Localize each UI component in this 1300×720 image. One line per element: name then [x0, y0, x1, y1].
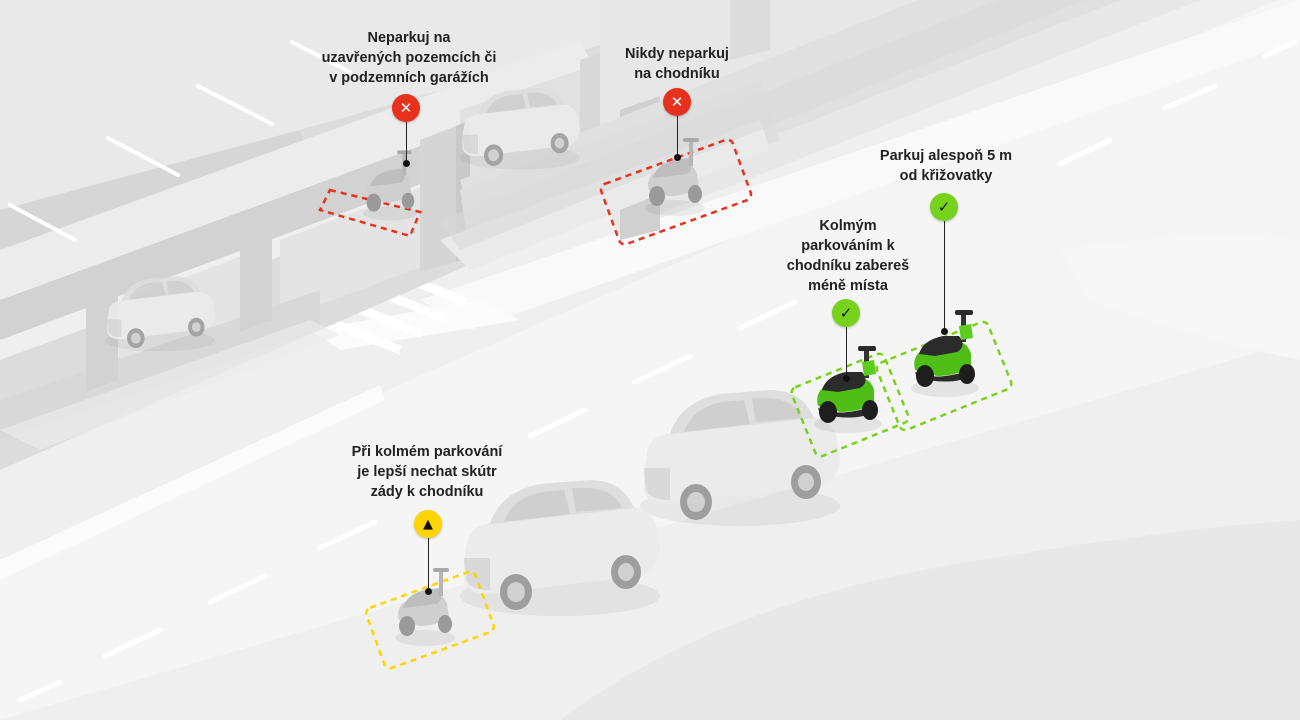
x-icon: ✕ [392, 94, 420, 122]
tip-backwards-label: Při kolmém parkování je lepší nechat skú… [351, 444, 503, 500]
tip-perpendicular-label: Kolmým parkováním k chodníku zabereš mén… [786, 218, 910, 294]
tip-garage-label: Neparkuj na uzavřených pozemcích či v po… [321, 30, 497, 86]
backwards-pin-dot [424, 588, 432, 595]
garage-pin-dot [402, 160, 410, 167]
x-icon: ✕ [663, 88, 691, 116]
sidewalk-pin-line [676, 116, 678, 156]
tip-crossing-label: Parkuj alespoň 5 m od křižovatky [879, 148, 1013, 184]
check-icon: ✓ [832, 299, 860, 327]
garage-pin-line [405, 122, 407, 162]
backwards-pin-line [427, 538, 429, 590]
perpendicular-pin-line [845, 327, 847, 377]
crossing-pin-dot [940, 328, 948, 335]
crossing-pin-line [943, 221, 945, 331]
tip-sidewalk-label: Nikdy neparkuj na chodníku [625, 46, 729, 82]
perpendicular-pin-dot [842, 375, 850, 382]
check-icon: ✓ [930, 193, 958, 221]
sidewalk-pin-dot [673, 154, 681, 161]
warning-icon: ▲ [414, 510, 442, 538]
